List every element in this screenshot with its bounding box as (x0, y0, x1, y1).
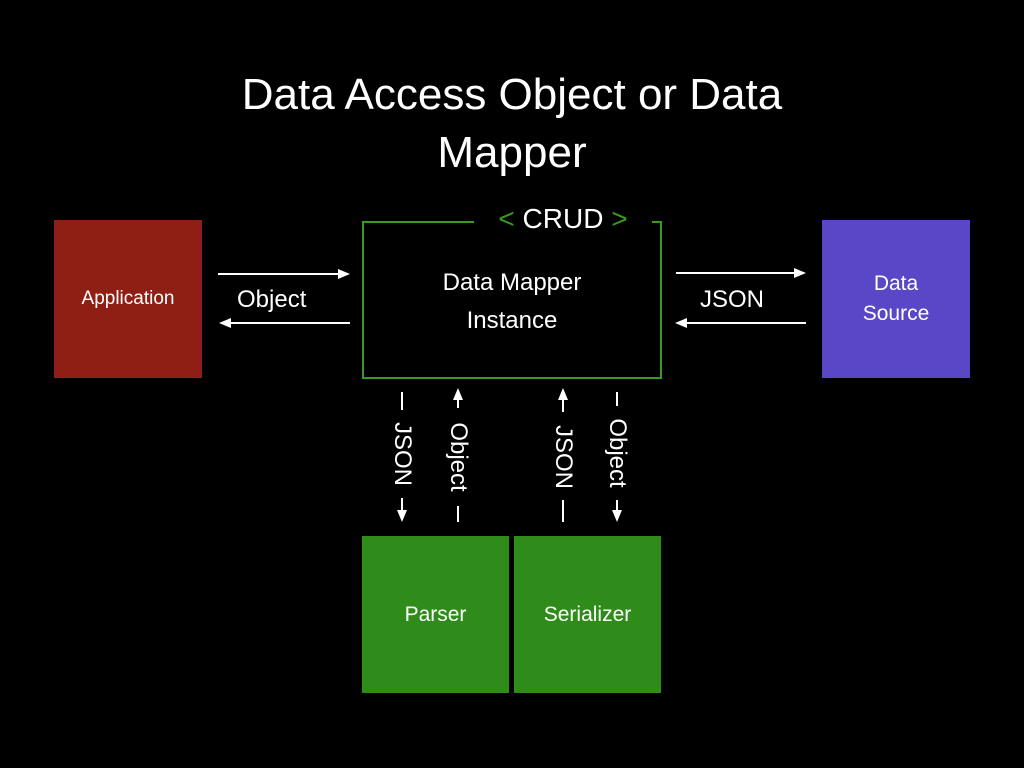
edge-label-to-parser: JSON (389, 421, 416, 486)
serializer-label: Serializer (543, 602, 632, 626)
serializer-node: Serializer (514, 536, 661, 693)
arrow-source-to-mapper-head (675, 318, 687, 328)
crud-label: < CRUD > (474, 202, 652, 236)
arrow-to-parser-head (397, 510, 407, 522)
data-source-label-line-2: Source (862, 302, 930, 325)
crud-text: CRUD (522, 203, 604, 234)
edge-label-app-mapper: Object (237, 286, 307, 313)
edge-label-to-serializer: JSON (550, 424, 577, 489)
crud-close-bracket: > (611, 203, 628, 234)
data-source-label-line-1: Data (873, 272, 919, 295)
data-mapper-label-line-2: Instance (466, 307, 558, 334)
application-label: Application (81, 288, 175, 309)
slide-title: Data Access Object or Data Mapper (112, 66, 912, 182)
mapper-border (362, 221, 662, 379)
edge-label-from-serializer: Object (604, 418, 631, 488)
arrow-app-to-mapper-head (338, 269, 350, 279)
data-mapper-node: Data Mapper Instance (363, 222, 661, 378)
crud-open-bracket: < (498, 203, 515, 234)
parser-node: Parser (362, 536, 509, 693)
slide-title-line-1: Data Access Object or Data (241, 70, 783, 119)
arrow-to-serializer-head (612, 510, 622, 522)
arrow-mapper-to-source-head (794, 268, 806, 278)
arrow-mapper-to-app-head (219, 318, 231, 328)
parser-label: Parser (404, 602, 467, 626)
arrow-from-serializer-head (558, 388, 568, 400)
arrow-from-parser-head (453, 388, 463, 400)
slide-title-line-2: Mapper (437, 128, 587, 177)
edge-label-from-parser: Object (445, 422, 472, 492)
data-source-node: Data Source (822, 220, 970, 378)
edge-label-mapper-source: JSON (700, 286, 765, 313)
data-mapper-label-line-1: Data Mapper (442, 269, 582, 296)
application-node: Application (54, 220, 202, 378)
